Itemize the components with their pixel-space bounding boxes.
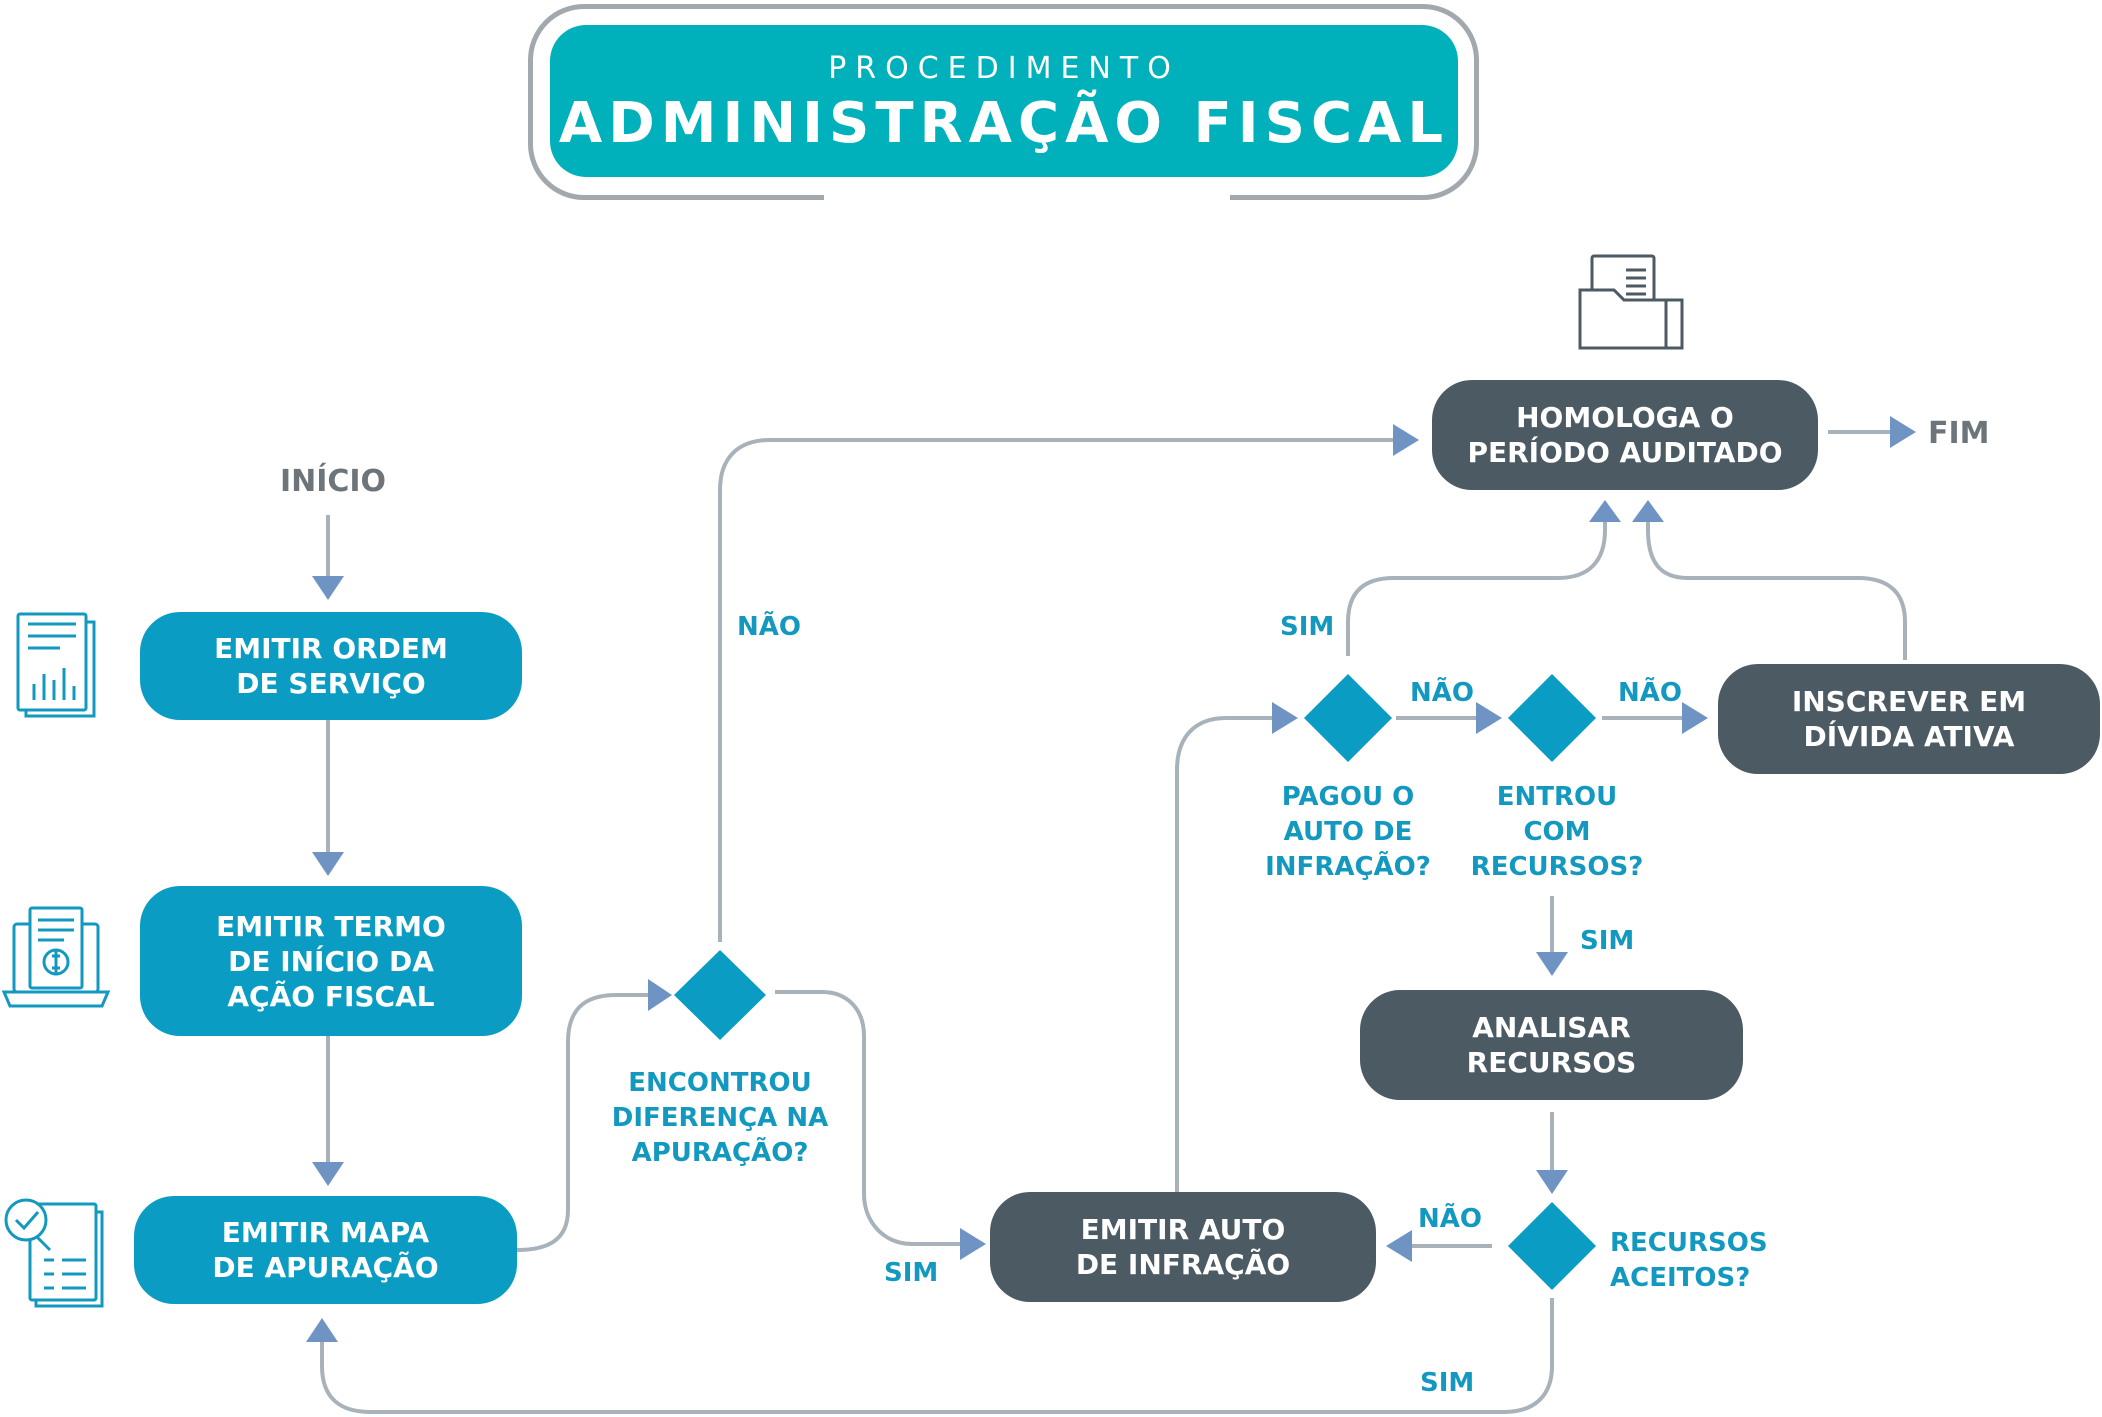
- arrowhead-analisar: [1536, 952, 1568, 976]
- step-divida-ativa: INSCREVER EM DÍVIDA ATIVA: [1718, 664, 2100, 774]
- arrowhead-homologa-left: [1393, 424, 1419, 456]
- folder-document-icon: [1578, 254, 1684, 350]
- step-mapa-apuracao: EMITIR MAPA DE APURAÇÃO: [134, 1196, 517, 1304]
- decision-diferenca-label: ENCONTROU DIFERENÇA NA APURAÇÃO?: [611, 1068, 829, 1168]
- edge-auto-pagou: [1175, 716, 1274, 1192]
- decision-diferenca-shape: [674, 950, 766, 1040]
- decision-pagou-label: PAGOU O AUTO DE INFRAÇÃO?: [1265, 782, 1431, 882]
- report-chart-icon: [16, 612, 96, 718]
- edge-label-entrou-sim: SIM: [1580, 926, 1635, 956]
- edge-diferenca-homologa: [718, 438, 1393, 942]
- arrowhead-mapa: [312, 1162, 344, 1186]
- edge-label-aceitos-sim: SIM: [1420, 1368, 1475, 1398]
- step-homologa: HOMOLOGA O PERÍODO AUDITADO: [1432, 380, 1818, 490]
- edge-diferenca-auto: [775, 990, 962, 1246]
- decision-entrou-label: ENTROU COM RECURSOS?: [1470, 782, 1644, 882]
- decision-entrou-shape: [1508, 674, 1596, 762]
- edge-label-pagou-nao: NÃO: [1410, 678, 1474, 708]
- edge-pagou-homologa: [1346, 518, 1607, 656]
- arrowhead-homologa-divida: [1632, 500, 1664, 522]
- edge-divida-homologa: [1646, 518, 1907, 660]
- arrowhead-aceitos: [1536, 1170, 1568, 1194]
- arrowhead-divida: [1682, 702, 1708, 734]
- arrowhead-termo: [312, 852, 344, 876]
- decision-aceitos-label: RECURSOS ACEITOS?: [1610, 1228, 1768, 1293]
- arrowhead-auto-left: [960, 1228, 986, 1260]
- edge-label-pagou-sim: SIM: [1280, 612, 1335, 642]
- arrowhead-ordem: [312, 576, 344, 600]
- end-label: FIM: [1928, 416, 1990, 451]
- arrowhead-diferenca: [648, 979, 672, 1011]
- edge-mapa-diferenca: [516, 993, 650, 1252]
- arrowhead-entrou: [1476, 702, 1502, 734]
- start-label: INÍCIO: [279, 464, 387, 499]
- title-main: ADMINISTRAÇÃO FISCAL: [558, 91, 1450, 156]
- arrowhead-auto-right: [1386, 1230, 1412, 1262]
- checklist-magnifier-icon: [4, 1198, 104, 1308]
- edge-label-entrou-nao: NÃO: [1618, 678, 1682, 708]
- edge-label-aceitos-nao: NÃO: [1418, 1204, 1482, 1234]
- step-analisar-recursos: ANALISAR RECURSOS: [1360, 990, 1743, 1100]
- decision-pagou-shape: [1304, 674, 1392, 762]
- step-ordem-servico: EMITIR ORDEM DE SERVIÇO: [140, 612, 522, 720]
- arrowhead-pagou: [1272, 702, 1298, 734]
- step-auto-infracao: EMITIR AUTO DE INFRAÇÃO: [990, 1192, 1376, 1302]
- title-banner: PROCEDIMENTO ADMINISTRAÇÃO FISCAL: [550, 25, 1458, 177]
- arrowhead-fim: [1890, 416, 1916, 448]
- laptop-invoice-icon: [1, 906, 111, 1008]
- arrowhead-mapa-up: [306, 1318, 338, 1342]
- edge-aceitos-mapa: [320, 1298, 1554, 1414]
- edge-label-diferenca-nao: NÃO: [737, 612, 801, 642]
- step-termo-inicio: EMITIR TERMO DE INÍCIO DA AÇÃO FISCAL: [140, 886, 522, 1036]
- decision-aceitos-shape: [1508, 1202, 1596, 1290]
- title-subtitle: PROCEDIMENTO: [828, 51, 1180, 86]
- arrowhead-homologa-sim: [1589, 500, 1621, 522]
- edge-label-diferenca-sim: SIM: [884, 1258, 939, 1288]
